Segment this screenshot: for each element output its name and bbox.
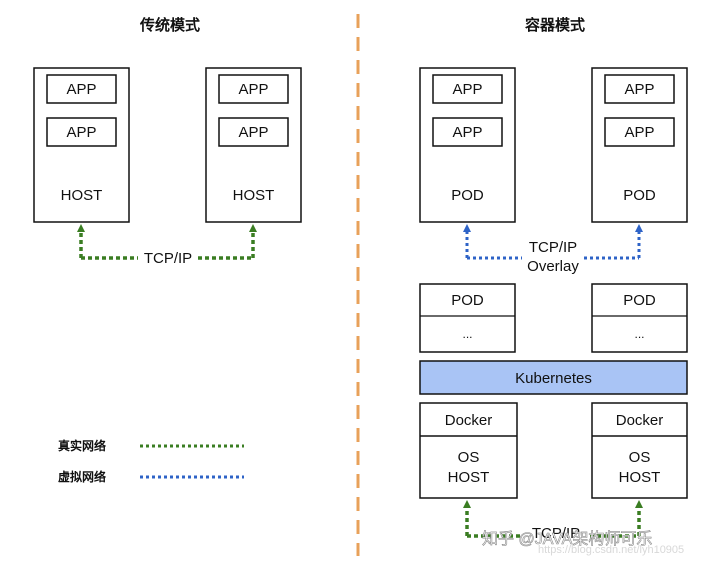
host-box-2: APP APP HOST — [205, 67, 302, 223]
real-network-link-bottom — [463, 500, 643, 538]
tcpip-label-bottom: TCP/IP — [532, 525, 580, 542]
tcpip-label-left: TCP/IP — [144, 250, 192, 267]
pod-stack-1: POD ... — [419, 283, 516, 353]
node-box-2: Docker OS HOST — [591, 402, 688, 499]
legend-virtual-label: 虚拟网络 — [58, 469, 106, 484]
os-label: OS — [629, 449, 651, 466]
app-label: APP — [238, 124, 268, 141]
os-label: OS — [458, 449, 480, 466]
pod-stack-ellipsis: ... — [462, 327, 472, 341]
app-box — [432, 74, 503, 104]
kubernetes-label: Kubernetes — [515, 370, 592, 387]
kubernetes-layer: Kubernetes — [419, 360, 688, 395]
title-traditional: 传统模式 — [139, 16, 200, 34]
app-box — [46, 117, 117, 147]
pod-stack-ellipsis: ... — [634, 327, 644, 341]
app-label: APP — [624, 81, 654, 98]
title-container: 容器模式 — [524, 16, 585, 34]
host-label: HOST — [233, 187, 275, 204]
overlay-label-line2: Overlay — [527, 258, 579, 275]
pod-label: POD — [451, 187, 484, 204]
app-box — [604, 74, 675, 104]
pod-box-1: APP APP POD — [419, 67, 516, 223]
app-box — [46, 74, 117, 104]
host-label: HOST — [61, 187, 103, 204]
app-label: APP — [624, 124, 654, 141]
docker-label: Docker — [616, 412, 664, 429]
host-label: HOST — [448, 469, 490, 486]
pod-stack-2: POD ... — [591, 283, 688, 353]
app-box — [432, 117, 503, 147]
app-label: APP — [452, 81, 482, 98]
node-box-1: Docker OS HOST — [419, 402, 518, 499]
app-label: APP — [66, 81, 96, 98]
legend-real-label: 真实网络 — [58, 438, 106, 453]
app-box — [218, 117, 289, 147]
pod-label: POD — [623, 187, 656, 204]
watermark-text: 知乎 @JAVA架构师可乐 — [482, 530, 652, 548]
pod-box-2: APP APP POD — [591, 67, 688, 223]
pod-stack-label: POD — [451, 292, 484, 309]
app-label: APP — [66, 124, 96, 141]
host-box-1: APP APP HOST — [33, 67, 130, 223]
virtual-network-link — [463, 224, 643, 260]
docker-label: Docker — [445, 412, 493, 429]
host-label: HOST — [619, 469, 661, 486]
overlay-label-line1: TCP/IP — [529, 239, 577, 256]
pod-stack-label: POD — [623, 292, 656, 309]
watermark-url: https://blog.csdn.net/lyh10905 — [538, 544, 684, 556]
app-box — [218, 74, 289, 104]
real-network-link-left — [77, 224, 257, 260]
app-label: APP — [452, 124, 482, 141]
app-label: APP — [238, 81, 268, 98]
app-box — [604, 117, 675, 147]
